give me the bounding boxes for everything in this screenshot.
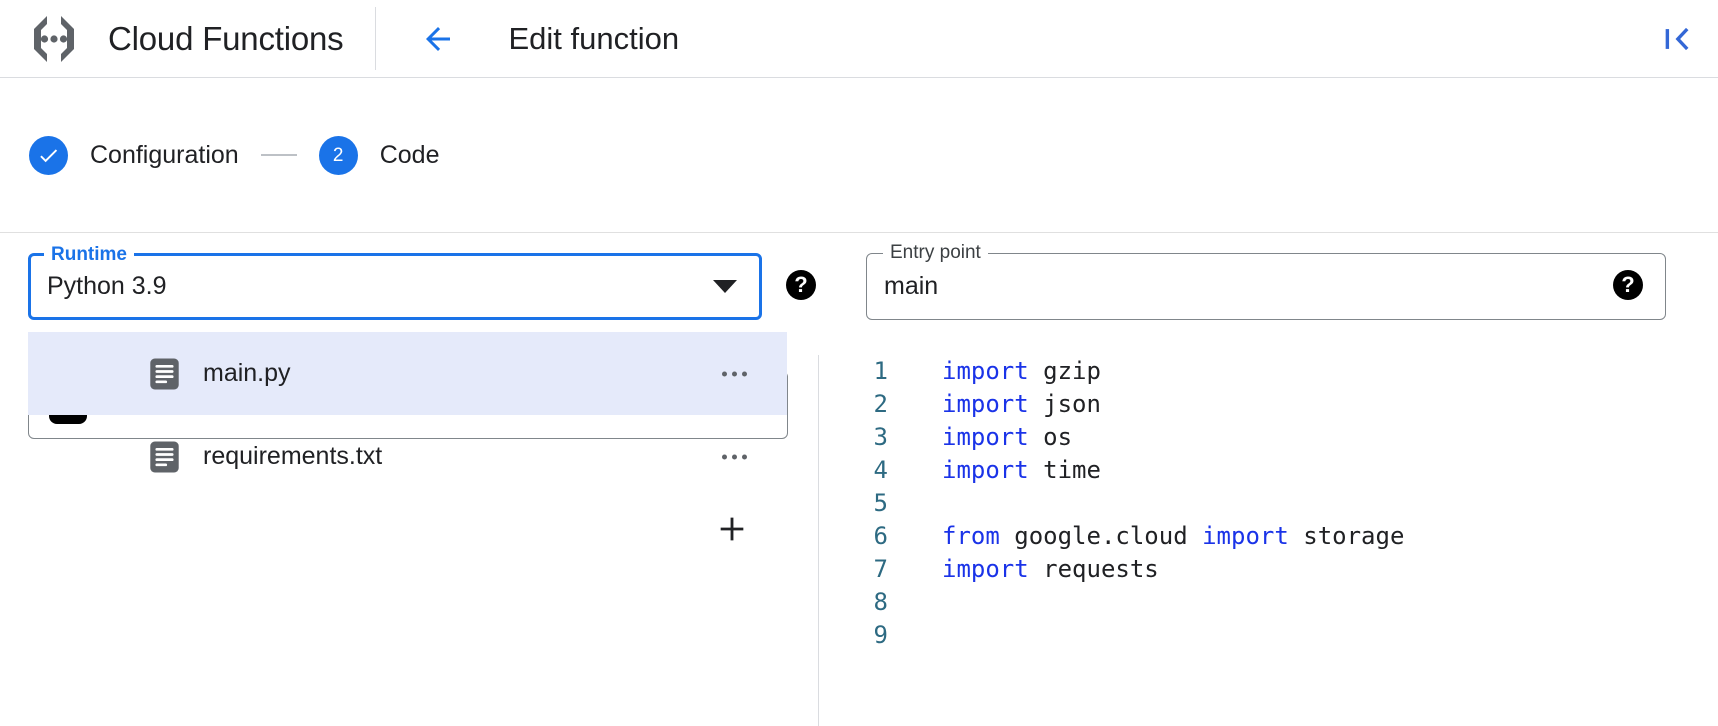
product-brand[interactable]: Cloud Functions [0,0,344,78]
step-code-number: 2 [332,144,344,166]
overflow-menu-icon[interactable] [722,454,747,459]
inline-code-editor[interactable]: 1 import gzip 2 import json 3 import os 4 impor… [819,355,1718,726]
code-text: import json [942,390,1101,418]
code-line: 9 [819,619,1718,652]
line-number: 1 [873,357,888,385]
product-title: Cloud Functions [108,19,344,57]
step-code-label: Code [379,140,440,169]
entry-point-field[interactable]: Entry point main [866,243,1666,320]
step-configuration[interactable]: Configuration [29,135,239,175]
code-line: 1 import gzip [819,355,1718,388]
line-number: 9 [873,621,888,649]
header-divider [375,7,377,70]
code-text: import gzip [942,357,1101,385]
runtime-value: Python 3.9 [47,272,167,300]
code-text: from google.cloud import storage [942,522,1405,550]
code-line: 5 [819,487,1718,520]
file-name: requirements.txt [203,442,383,470]
line-number: 5 [873,489,888,517]
overflow-menu-icon[interactable] [722,371,747,376]
runtime-select[interactable]: Runtime Python 3.9 [28,245,762,320]
chevron-down-icon[interactable] [713,280,737,293]
wizard-stepper: Configuration 2 Code [0,78,1718,233]
code-line: 4 import time [819,454,1718,487]
code-text: import time [942,456,1101,484]
back-arrow-icon[interactable] [420,21,456,57]
page-title: Edit function [508,20,680,56]
step-code[interactable]: 2 Code [318,135,440,175]
code-line: 3 import os [819,421,1718,454]
code-line: 2 import json [819,388,1718,421]
file-row-main-py[interactable]: main.py [28,332,787,415]
source-file-list: main.py requirements.txt [0,332,787,498]
cloud-functions-logo-icon [34,15,74,62]
line-number: 6 [873,522,888,550]
line-number: 7 [873,555,888,583]
code-text: import os [942,423,1073,451]
code-text: import requests [942,555,1159,583]
file-document-icon [150,358,179,389]
line-number: 2 [873,390,888,418]
runtime-help-icon[interactable]: ? [786,270,816,300]
entry-point-value[interactable]: main [884,272,939,300]
line-number: 3 [873,423,888,451]
runtime-label: Runtime [44,245,134,265]
step-configuration-label: Configuration [90,140,239,169]
plus-icon [720,517,744,541]
panel-divider [818,355,819,726]
file-row-requirements-txt[interactable]: requirements.txt [28,415,787,498]
entry-point-help-icon[interactable]: ? [1613,270,1643,300]
code-line: 8 [819,586,1718,619]
collapse-panel-icon[interactable] [1660,22,1694,56]
check-icon [40,148,58,162]
file-document-icon [150,441,179,472]
code-line: 6 from google.cloud import storage [819,520,1718,553]
stepper-connector [260,154,297,156]
line-number: 8 [873,588,888,616]
step-code-indicator: 2 [318,135,358,175]
code-line: 7 import requests [819,553,1718,586]
add-file-button[interactable] [708,505,756,553]
entry-point-label: Entry point [883,243,988,263]
app-header: Cloud Functions Edit function [0,0,1718,78]
file-name: main.py [203,359,291,387]
line-number: 4 [873,456,888,484]
step-configuration-indicator [29,135,68,175]
